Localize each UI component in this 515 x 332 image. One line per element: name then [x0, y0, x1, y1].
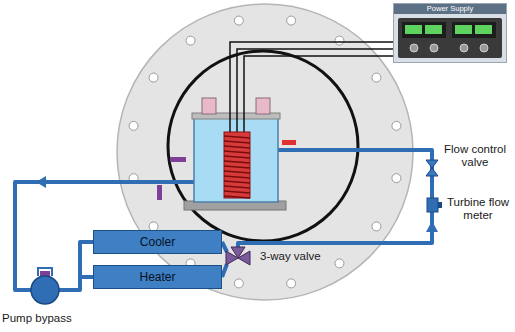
component-label: 3-way valve [260, 250, 340, 263]
display-panel [452, 22, 496, 38]
sensor-marker [170, 157, 186, 162]
flow-control-valve-symbol [426, 160, 438, 168]
coil-turn [224, 196, 250, 198]
display-panel [402, 22, 446, 38]
control-knob [460, 44, 468, 52]
power-supply-box: Power Supply [393, 3, 507, 63]
bolt-hole [129, 121, 138, 130]
sensor-marker [157, 185, 162, 200]
bolt-hole [372, 73, 381, 82]
bolt-hole [287, 279, 296, 288]
turbine-meter-symbol [427, 198, 438, 212]
cooler-branch [222, 242, 227, 252]
power-wires [230, 42, 393, 132]
coil-turn [224, 161, 250, 163]
cooler-box: Cooler [93, 230, 222, 254]
turbine-meter-symbol [438, 202, 442, 208]
heater-box: Heater [93, 265, 222, 289]
coil-turn [224, 166, 250, 168]
bolt-hole [392, 121, 401, 130]
coil-turn [224, 176, 250, 178]
node-text: Power Supply [394, 4, 506, 14]
component-label: Turbine flow meter [446, 196, 510, 222]
flow-arrow [36, 176, 46, 188]
coil-turn [224, 186, 250, 188]
sensor-marker [282, 140, 296, 145]
coil-turn [224, 181, 250, 183]
flow-arrow [426, 221, 438, 232]
coil-turn [224, 171, 250, 173]
component-label: Pump bypass [2, 312, 82, 325]
led-display [405, 25, 422, 34]
vessel-seal-ring [168, 51, 358, 241]
heater-pipe [80, 275, 93, 279]
power-wire [244, 56, 393, 132]
bolt-hole [392, 174, 401, 183]
pump-symbol [31, 276, 59, 304]
power-wire [237, 49, 393, 132]
flow-control-valve-symbol [426, 168, 438, 176]
coil-turn [224, 156, 250, 158]
lid-post [202, 98, 216, 114]
three-way-valve-symbol [226, 251, 238, 265]
bolt-hole [234, 16, 243, 25]
bolt-hole [335, 259, 344, 268]
led-display [455, 25, 472, 34]
heater-branch [222, 264, 227, 277]
coil-turn [224, 151, 250, 153]
bypass-loop [38, 268, 52, 276]
control-knob [430, 44, 438, 52]
bolt-hole [234, 279, 243, 288]
coil-turn [224, 146, 250, 148]
test-tank [194, 118, 278, 202]
component-label: Flow control valve [440, 143, 510, 169]
coil-turn [224, 136, 250, 138]
led-display [475, 25, 492, 34]
bolt-hole [186, 36, 195, 45]
led-display [425, 25, 442, 34]
lid-post [256, 98, 270, 114]
bolt-hole [372, 222, 381, 231]
power-wire [230, 42, 393, 132]
node-text: Heater [139, 270, 175, 284]
heater-coil [224, 132, 250, 198]
bolt-hole [287, 16, 296, 25]
bolt-hole [149, 73, 158, 82]
three-way-valve-symbol [238, 251, 250, 265]
coil-turn [224, 141, 250, 143]
control-knob [480, 44, 488, 52]
node-text: Cooler [140, 235, 175, 249]
coil-turn [224, 191, 250, 193]
coil-turns [224, 136, 250, 198]
bolt-hole [335, 36, 344, 45]
device-front [398, 18, 502, 58]
control-knob [410, 44, 418, 52]
cooler-pipe [59, 242, 93, 290]
